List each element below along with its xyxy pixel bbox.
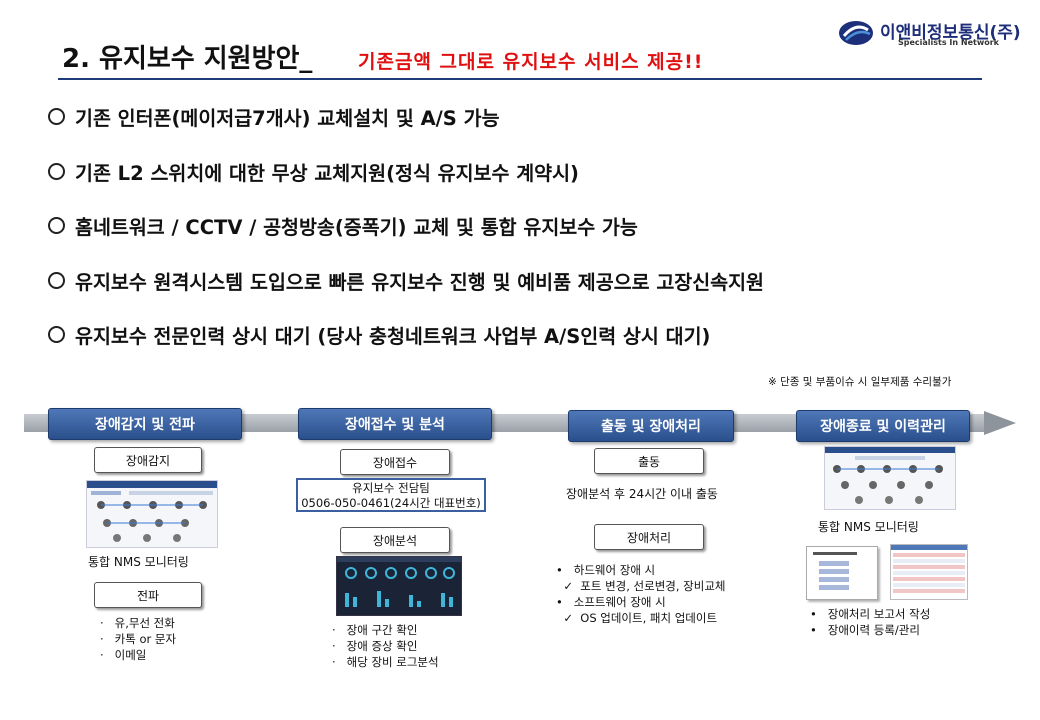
company-tagline: Specialists In Network (898, 38, 999, 47)
bullet-dot-icon: • (810, 623, 817, 637)
stage-1-step-detect: 장애감지 (94, 447, 202, 473)
list-item: • 장애이력 등록/관리 (810, 623, 920, 637)
bullet-dot-icon: · (332, 655, 336, 669)
title-divider (58, 78, 982, 80)
bullet-dot-icon: • (556, 563, 563, 577)
stage-3-items: • 하드웨어 장애 시 ✓ 포트 변경, 선로변경, 장비교체 • 소프트웨어 … (556, 562, 726, 626)
stage-4-caption: 통합 NMS 모니터링 (818, 520, 919, 534)
bullet-dot-icon: • (810, 607, 817, 621)
bullet-text: 유지보수 전문인력 상시 대기 (당사 충청네트워크 사업부 A/S인력 상시 … (75, 325, 711, 348)
nms-topology-screenshot (824, 446, 956, 510)
list-item: · 이메일 (100, 648, 147, 662)
list-item: · 장애 증상 확인 (332, 639, 418, 653)
stage-4-items: • 장애처리 보고서 작성 • 장애이력 등록/관리 (810, 606, 930, 638)
stage-1-step-broadcast: 전파 (94, 582, 202, 608)
stage-3-header: 출동 및 장애처리 (568, 410, 734, 442)
nms-monitoring-screenshot (86, 480, 218, 548)
bullet-dot-icon: · (100, 616, 104, 630)
bullet-item: 유지보수 원격시스템 도입으로 빠른 유지보수 진행 및 예비품 제공으로 고장… (48, 266, 764, 295)
list-item: · 유,무선 전화 (100, 616, 175, 630)
hollow-circle-icon (48, 272, 65, 289)
bullet-item: 기존 L2 스위치에 대한 무상 교체지원(정식 유지보수 계약시) (48, 157, 579, 186)
bullet-item: 유지보수 전문인력 상시 대기 (당사 충청네트워크 사업부 A/S인력 상시 … (48, 320, 710, 349)
incident-history-table-thumbnail (890, 544, 968, 600)
list-item: ✓ 포트 변경, 선로변경, 장비교체 (563, 579, 726, 593)
list-item: · 장애 구간 확인 (332, 623, 418, 637)
stage-2-header: 장애접수 및 분석 (298, 408, 492, 440)
support-phone-number: 0506-050-0461(24시간 대표번호) (301, 496, 481, 510)
arrow-right-icon (984, 411, 1016, 435)
stage-2-step-intake: 장애접수 (340, 449, 450, 475)
bullet-item: 홈네트워크 / CCTV / 공청방송(증폭기) 교체 및 통합 유지보수 가능 (48, 211, 638, 240)
list-item: • 하드웨어 장애 시 (556, 563, 656, 577)
hollow-circle-icon (48, 108, 65, 125)
list-item: • 장애처리 보고서 작성 (810, 607, 931, 621)
list-item: · 카톡 or 문자 (100, 632, 177, 646)
stage-3-step-repair: 장애처리 (594, 524, 704, 550)
list-item: • 소프트웨어 장애 시 (556, 595, 666, 609)
stage-1-caption: 통합 NMS 모니터링 (88, 555, 189, 569)
stage-2-step-analysis: 장애분석 (340, 527, 450, 553)
stage-3-caption: 장애분석 후 24시간 이내 출동 (566, 487, 718, 501)
bullet-text: 기존 인터폰(메이저급7개사) 교체설치 및 A/S 가능 (75, 107, 500, 130)
checkmark-icon: ✓ (563, 579, 573, 593)
checkmark-icon: ✓ (563, 611, 573, 625)
hollow-circle-icon (48, 326, 65, 343)
stage-4-header: 장애종료 및 이력관리 (796, 410, 970, 442)
process-arrow-track (24, 414, 984, 432)
bullet-text: 유지보수 원격시스템 도입으로 빠른 유지보수 진행 및 예비품 제공으로 고장… (75, 271, 764, 294)
bullet-dot-icon: · (332, 623, 336, 637)
bullet-dot-icon: · (100, 648, 104, 662)
stage-2-items: · 장애 구간 확인 · 장애 증상 확인 · 해당 장비 로그분석 (332, 622, 439, 670)
page-title: 2. 유지보수 지원방안_ (62, 44, 313, 74)
stage-3-step-dispatch: 출동 (594, 448, 704, 474)
disclaimer-note: ※ 단종 및 부품이슈 시 일부제품 수리불가 (768, 376, 952, 388)
list-item: · 해당 장비 로그분석 (332, 655, 439, 669)
report-document-thumbnail (806, 546, 878, 600)
bullet-dot-icon: • (556, 595, 563, 609)
stage-1-items: · 유,무선 전화 · 카톡 or 문자 · 이메일 (100, 615, 176, 663)
bullet-text: 홈네트워크 / CCTV / 공청방송(증폭기) 교체 및 통합 유지보수 가능 (75, 216, 638, 239)
company-logo-icon (838, 20, 874, 46)
bullet-dot-icon: · (332, 639, 336, 653)
bullet-text: 기존 L2 스위치에 대한 무상 교체지원(정식 유지보수 계약시) (75, 162, 579, 185)
bullet-item: 기존 인터폰(메이저급7개사) 교체설치 및 A/S 가능 (48, 102, 500, 131)
hollow-circle-icon (48, 217, 65, 234)
analysis-dashboard-screenshot (336, 556, 462, 616)
hollow-circle-icon (48, 163, 65, 180)
list-item: ✓ OS 업데이트, 패치 업데이트 (563, 611, 718, 625)
support-contact-box: 유지보수 전담팀 0506-050-0461(24시간 대표번호) (296, 478, 486, 512)
page-subtitle: 기존금액 그대로 유지보수 서비스 제공!! (358, 51, 704, 73)
company-name: 이앤비정보통신(주) (880, 23, 1021, 43)
stage-1-header: 장애감지 및 전파 (48, 408, 242, 440)
support-team-label: 유지보수 전담팀 (352, 481, 430, 495)
bullet-dot-icon: · (100, 632, 104, 646)
